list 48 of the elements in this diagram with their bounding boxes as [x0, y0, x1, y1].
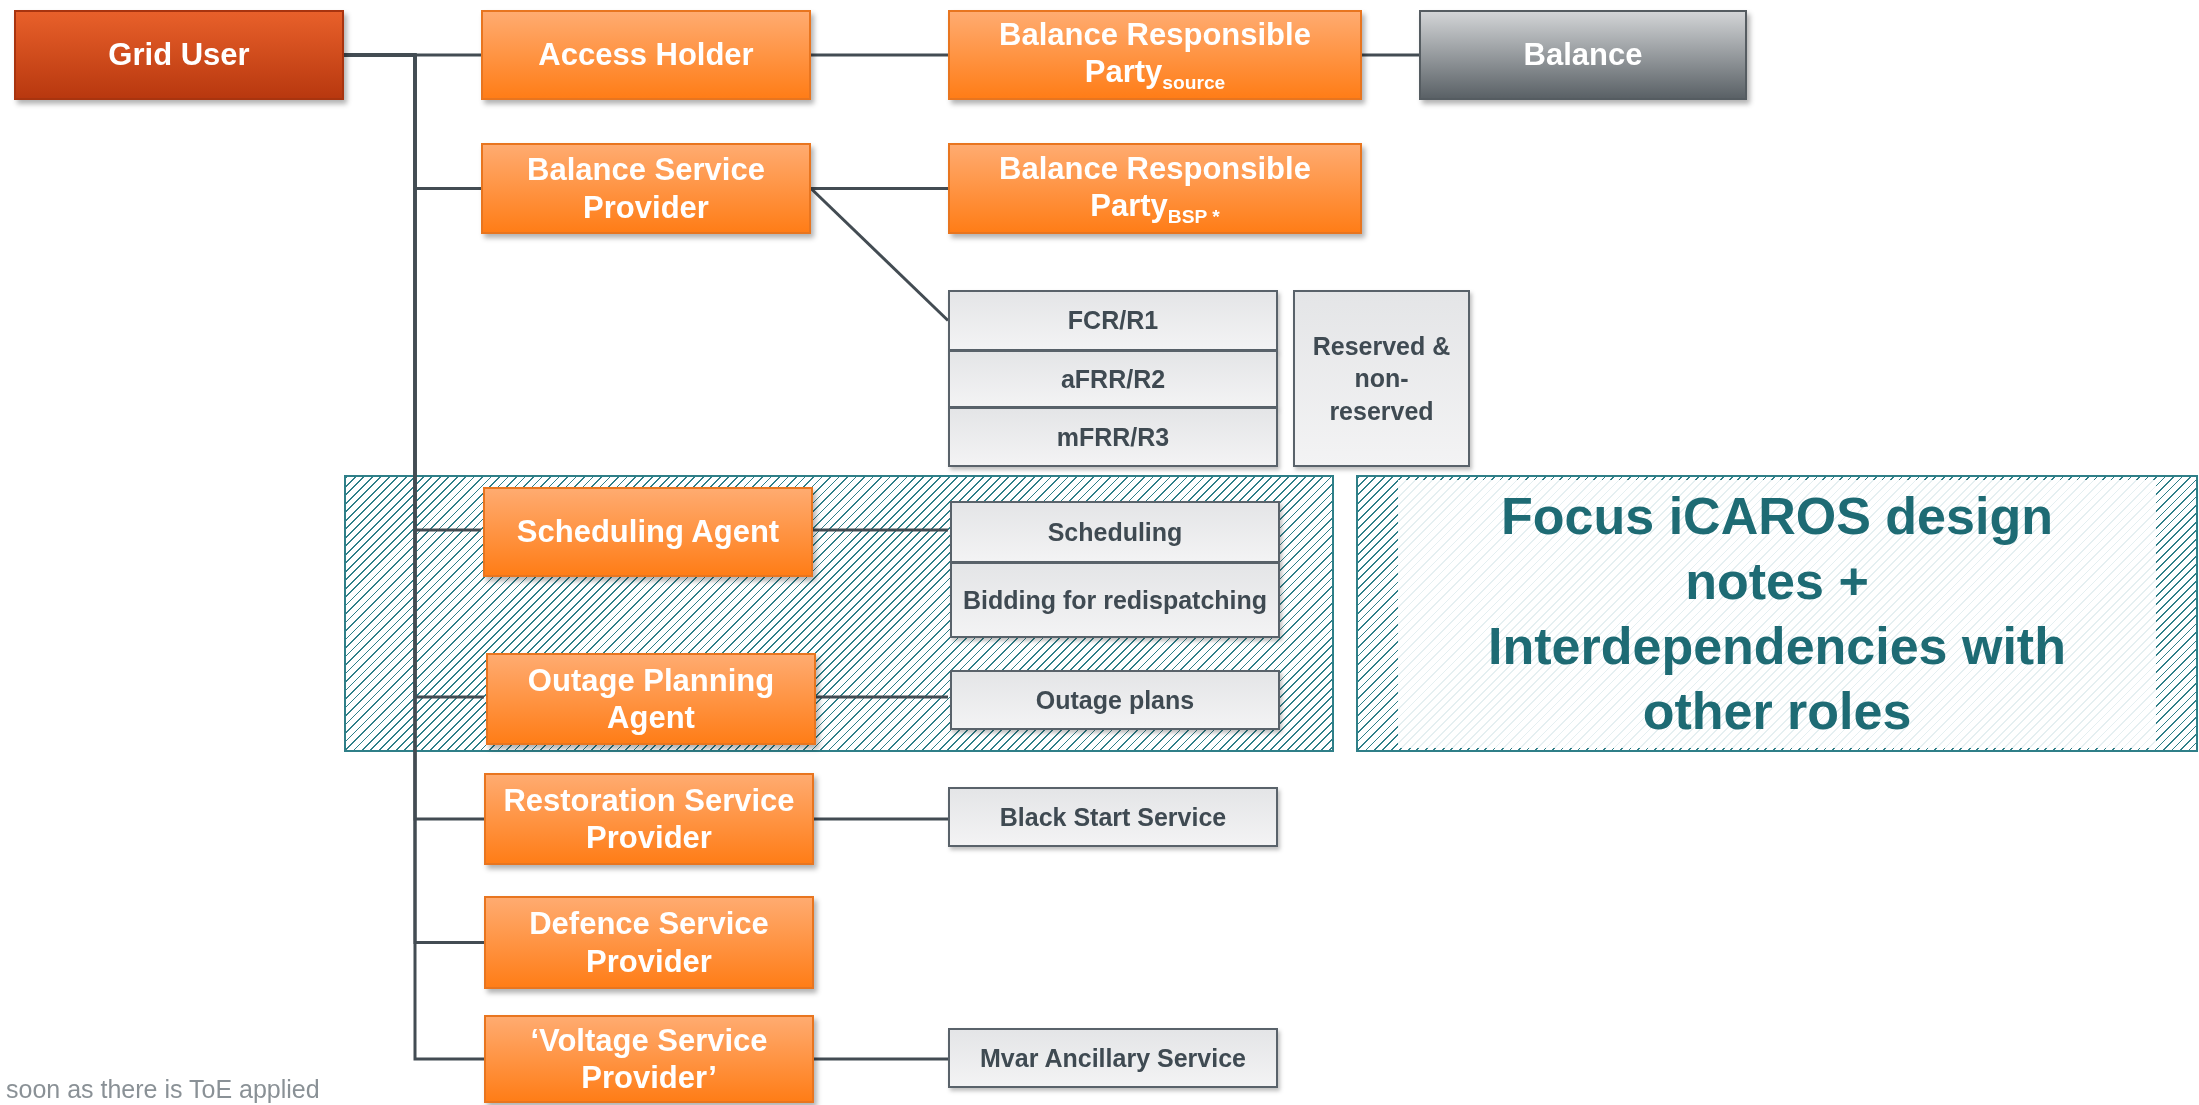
role-box: [1419, 10, 1747, 100]
service-box: [948, 407, 1278, 467]
service-label: Black Start Service: [998, 801, 1228, 833]
connector-line: [811, 187, 948, 190]
connector-line: [814, 817, 948, 821]
role-label: Defence Service Provider: [528, 905, 770, 980]
role-box: [14, 10, 344, 100]
note-text: Focus iCAROS design notes + Interdependencies with other roles: [1398, 479, 2156, 748]
service-box: [950, 501, 1280, 563]
service-box: [948, 787, 1278, 847]
role-label: ‘Voltage Service Provider’: [529, 1021, 769, 1097]
service-label: Outage plans: [1034, 684, 1196, 716]
connector-line: [1362, 53, 1419, 57]
role-label: Balance: [1522, 37, 1644, 73]
role-box: [484, 1015, 814, 1103]
role-label: Restoration Service Provider: [502, 781, 796, 857]
service-box: [948, 1028, 1278, 1088]
service-label: Bidding for redispatching: [961, 584, 1269, 616]
role-label: Grid User: [107, 37, 251, 73]
role-label: Balance Responsible Party$_{source}$: [998, 16, 1312, 94]
connector-line: [814, 1057, 948, 1061]
service-label: aFRR/R2: [1059, 363, 1167, 395]
role-box: [948, 10, 1362, 100]
service-box: [948, 290, 1278, 351]
hatched-area: [344, 475, 1334, 752]
service-box: [948, 350, 1278, 408]
service-box: [950, 670, 1280, 730]
role-box: [948, 143, 1362, 234]
role-box: [481, 10, 811, 100]
role-label: Scheduling Agent: [515, 513, 781, 551]
role-box: [484, 896, 814, 989]
role-label: Balance Service Provider: [526, 151, 766, 226]
role-box: [486, 653, 816, 745]
role-box: [483, 487, 813, 577]
service-label: Mvar Ancillary Service: [979, 1042, 1247, 1074]
service-label: Reserved & non-reserved: [1311, 330, 1452, 427]
role-label: Outage Planning Agent: [526, 661, 776, 737]
service-label: mFRR/R3: [1055, 421, 1171, 453]
service-label: Scheduling: [1046, 516, 1184, 548]
role-box: [481, 143, 811, 234]
role-label: Balance Responsible Party$_{BSP *}$: [998, 149, 1312, 228]
service-box: [950, 562, 1280, 638]
service-box: [1293, 290, 1470, 467]
footnote-text: soon as there is ToE applied: [6, 1076, 320, 1104]
role-box: [484, 773, 814, 865]
connector-line: [811, 53, 948, 57]
role-label: Access Holder: [537, 36, 755, 74]
service-label: FCR/R1: [1066, 305, 1160, 337]
